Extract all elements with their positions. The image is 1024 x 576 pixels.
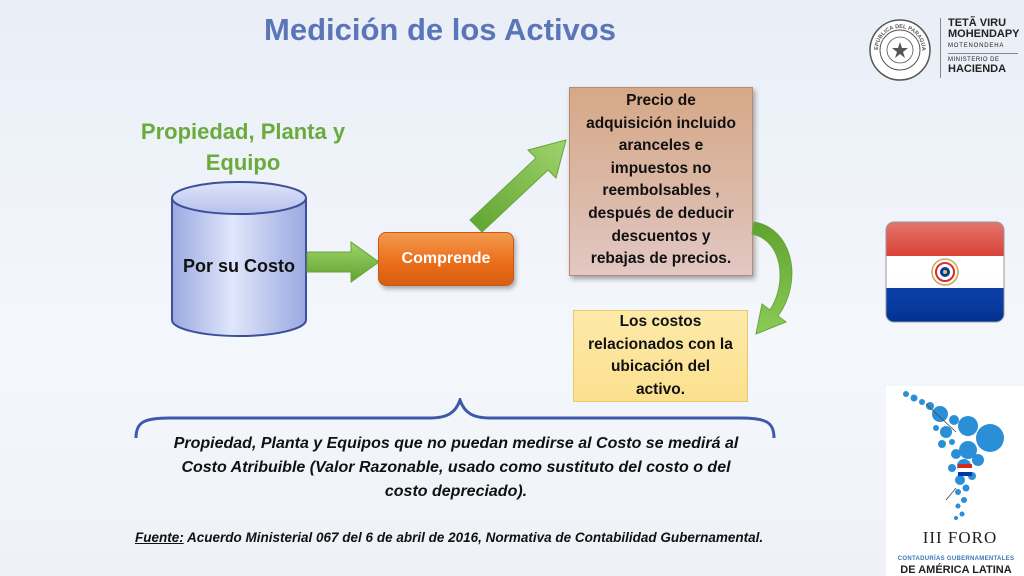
foro-latin-america-icon xyxy=(903,391,1004,520)
curved-arrow-icon xyxy=(751,221,793,335)
cylinder-shape xyxy=(171,181,307,337)
note-text: Propiedad, Planta y Equipos que no pueda… xyxy=(150,432,762,504)
note-line: costo depreciado). xyxy=(384,483,528,500)
source-citation: Fuente: Acuerdo Ministerial 067 del 6 de… xyxy=(135,530,795,545)
note-line: Propiedad, Planta y Equipos que no pueda… xyxy=(173,435,739,452)
foro-subtitle-1: CONTADURÍAS GUBERNAMENTALES xyxy=(897,556,1015,562)
costos-line: activo. xyxy=(635,380,686,398)
source-text: Acuerdo Ministerial 067 del 6 de abril d… xyxy=(183,530,764,545)
republic-seal-icon: REPÚBLICA DEL PARAGUAY xyxy=(868,18,931,81)
ministry-line5: HACIENDA xyxy=(948,63,1007,75)
precio-line: adquisición incluido xyxy=(586,114,736,132)
cylinder-label: Por su Costo xyxy=(182,256,295,276)
precio-line: reembolsables , xyxy=(602,182,720,200)
curly-brace-icon xyxy=(134,398,776,439)
precio-line: aranceles e xyxy=(618,137,704,155)
costos-line: Los costos xyxy=(619,313,702,330)
ministry-rule xyxy=(948,53,1018,54)
section-subtitle: Propiedad, Planta y Equipo xyxy=(140,119,346,175)
comprende-box: Comprende xyxy=(378,232,514,286)
page-title: Medición de los Activos xyxy=(264,12,616,47)
costos-box: Los costos relacionados con la ubicación… xyxy=(573,310,748,402)
right-arrow-icon xyxy=(306,241,380,283)
ministry-line2: MOHENDAPY xyxy=(948,28,1020,40)
source-label: Fuente: xyxy=(135,530,184,545)
precio-line: descuentos y xyxy=(611,227,711,245)
costos-line: relacionados con la xyxy=(588,335,733,353)
foro-title: III FORO xyxy=(922,528,998,547)
ministry-line4: MINISTERIO DE xyxy=(948,57,1000,63)
note-line: Costo Atribuible (Valor Razonable, usado… xyxy=(181,459,731,476)
ministry-line1: TETÃ VIRU xyxy=(948,17,1007,29)
ministry-line3: MOTENONDEHA xyxy=(948,43,1005,49)
logo-divider xyxy=(940,18,941,78)
precio-line: después de deducir xyxy=(588,204,734,222)
diagonal-arrow-icon xyxy=(469,139,567,233)
costos-line: ubicación del xyxy=(610,358,711,376)
precio-line: impuestos no xyxy=(610,159,712,177)
precio-line: Precio de xyxy=(626,92,696,109)
precio-box: Precio de adquisición incluido aranceles… xyxy=(569,87,753,276)
ministry-logo: TETÃ VIRU MOHENDAPY MOTENONDEHA MINISTER… xyxy=(948,18,1024,75)
foro-subtitle-2: DE AMÉRICA LATINA xyxy=(900,564,1012,576)
paraguay-flag-icon xyxy=(885,221,1005,323)
precio-line: rebajas de precios. xyxy=(590,250,732,268)
